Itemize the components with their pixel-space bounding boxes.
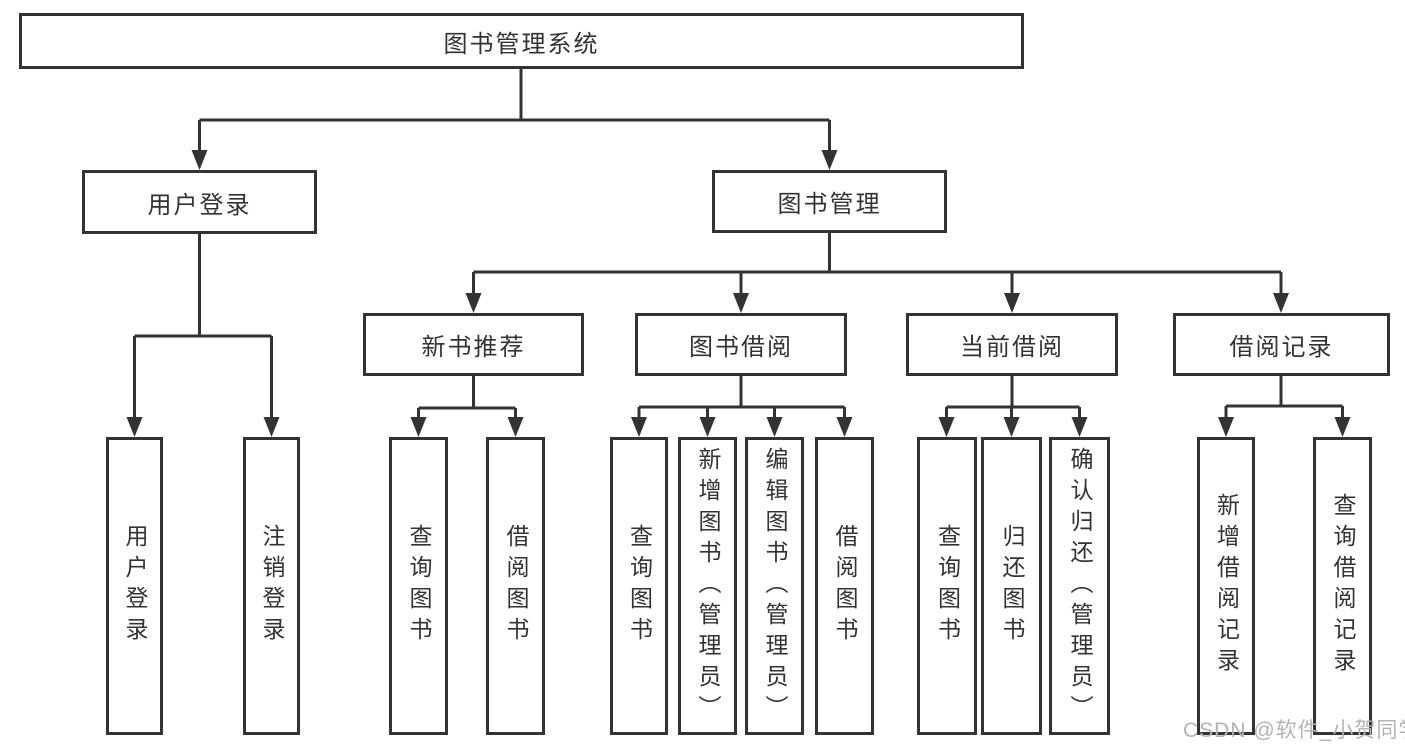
leaf-label: 编辑图书（管理员） [762,446,788,726]
leaf-label: 新增借阅记录 [1213,493,1240,679]
leaf-edit-books-admin: 编辑图书（管理员） [745,437,804,735]
node-book-management: 图书管理 [712,170,947,233]
node-book-borrow: 图书借阅 [635,313,847,376]
leaf-return-books: 归还图书 [981,437,1042,735]
node-borrow-records: 借阅记录 [1173,313,1390,376]
leaf-logout: 注销登录 [243,437,300,735]
leaf-label: 查询图书 [934,524,961,648]
leaf-label: 查询图书 [626,524,653,648]
leaf-confirm-return-admin: 确认归还（管理员） [1049,437,1110,735]
csdn-watermark: CSDN @软件_小贺同学 [1183,719,1405,742]
leaf-label: 新增图书（管理员） [695,446,721,726]
leaf-label: 借阅图书 [832,524,858,648]
leaf-label: 确认归还（管理员） [1067,446,1093,726]
leaf-add-borrow-record: 新增借阅记录 [1197,437,1255,735]
node-new-book-recommend: 新书推荐 [363,313,584,376]
leaf-borrow-books-1: 借阅图书 [486,437,545,735]
leaf-query-books-2: 查询图书 [610,437,668,735]
leaf-label: 查询借阅记录 [1330,493,1356,679]
leaf-label: 查询图书 [406,524,432,648]
leaf-label: 借阅图书 [503,524,529,648]
leaf-label: 注销登录 [259,524,285,648]
leaf-user-login: 用户登录 [106,437,163,735]
arrowheads [126,150,1351,437]
leaf-borrow-books-2: 借阅图书 [815,437,874,735]
leaf-query-borrow-record: 查询借阅记录 [1313,437,1372,735]
leaf-label: 用户登录 [122,524,148,648]
leaf-query-books-3: 查询图书 [917,437,977,735]
leaf-label: 归还图书 [999,524,1025,648]
node-root: 图书管理系统 [19,13,1024,69]
node-user-login: 用户登录 [82,170,317,234]
node-current-borrow: 当前借阅 [906,313,1118,376]
leaf-query-books-1: 查询图书 [389,437,448,735]
leaf-add-books-admin: 新增图书（管理员） [678,437,737,735]
